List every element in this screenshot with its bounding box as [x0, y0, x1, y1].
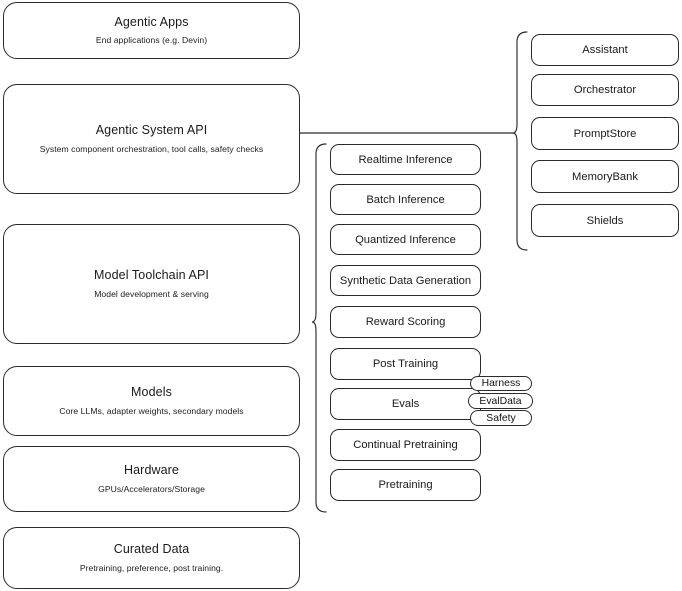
component-box-assistant[interactable]: Assistant: [531, 34, 679, 66]
layer-title: Agentic System API: [95, 123, 208, 138]
layer-title: Models: [131, 385, 172, 400]
capability-box-evals[interactable]: Evals: [330, 388, 481, 420]
layer-subtitle: Model development & serving: [94, 288, 209, 299]
layer-box-agentic-system-api[interactable]: Agentic System API System component orch…: [3, 84, 300, 194]
layer-title: Curated Data: [113, 542, 190, 557]
eval-pill-evaldata[interactable]: EvalData: [468, 393, 533, 409]
capability-label: Quantized Inference: [355, 233, 456, 246]
capability-box-post-training[interactable]: Post Training: [330, 348, 481, 380]
component-label: MemoryBank: [572, 170, 638, 183]
capability-label: Pretraining: [378, 479, 433, 491]
capability-label: Synthetic Data Generation: [339, 274, 472, 287]
capability-label: Realtime Inference: [358, 153, 453, 166]
capability-box-continual-pretraining[interactable]: Continual Pretraining: [330, 429, 481, 461]
brace-right-group: [512, 31, 528, 251]
capability-box-reward-scoring[interactable]: Reward Scoring: [330, 306, 481, 338]
capability-label: Post Training: [372, 358, 439, 370]
eval-pill-harness[interactable]: Harness: [470, 376, 532, 391]
brace-middle-group: [311, 143, 327, 513]
capability-box-realtime-inference[interactable]: Realtime Inference: [330, 144, 481, 175]
capability-box-quantized-inference[interactable]: Quantized Inference: [330, 224, 481, 255]
layer-box-agentic-apps[interactable]: Agentic Apps End applications (e.g. Devi…: [3, 2, 300, 59]
layer-title: Hardware: [124, 463, 179, 478]
layer-box-hardware[interactable]: Hardware GPUs/Accelerators/Storage: [3, 446, 300, 512]
capability-label: Evals: [391, 398, 420, 410]
layer-subtitle: Core LLMs, adapter weights, secondary mo…: [59, 405, 244, 416]
layer-subtitle: Pretraining, preference, post training.: [79, 562, 224, 573]
component-box-promptstore[interactable]: PromptStore: [531, 117, 679, 150]
capability-box-pretraining[interactable]: Pretraining: [330, 469, 481, 501]
layer-subtitle: GPUs/Accelerators/Storage: [98, 483, 205, 494]
layer-title: Agentic Apps: [114, 14, 189, 29]
layer-subtitle: End applications (e.g. Devin): [95, 35, 208, 46]
layer-subtitle: System component orchestration, tool cal…: [39, 143, 264, 154]
layer-box-model-toolchain-api[interactable]: Model Toolchain API Model development & …: [3, 224, 300, 344]
layer-title: Model Toolchain API: [94, 268, 209, 283]
capability-label: Reward Scoring: [365, 316, 446, 328]
component-box-shields[interactable]: Shields: [531, 204, 679, 237]
component-label: Assistant: [582, 44, 628, 56]
layer-box-models[interactable]: Models Core LLMs, adapter weights, secon…: [3, 366, 300, 436]
capability-box-synthetic-data-generation[interactable]: Synthetic Data Generation: [330, 265, 481, 296]
component-box-memorybank[interactable]: MemoryBank: [531, 160, 679, 193]
component-label: PromptStore: [573, 127, 637, 140]
capability-box-batch-inference[interactable]: Batch Inference: [330, 184, 481, 215]
component-box-orchestrator[interactable]: Orchestrator: [531, 74, 679, 106]
capability-label: Batch Inference: [366, 193, 445, 206]
component-label: Orchestrator: [573, 84, 637, 96]
capability-label: Continual Pretraining: [353, 439, 458, 451]
component-label: Shields: [586, 214, 624, 227]
eval-pill-safety[interactable]: Safety: [470, 410, 532, 426]
layer-box-curated-data[interactable]: Curated Data Pretraining, preference, po…: [3, 527, 300, 589]
